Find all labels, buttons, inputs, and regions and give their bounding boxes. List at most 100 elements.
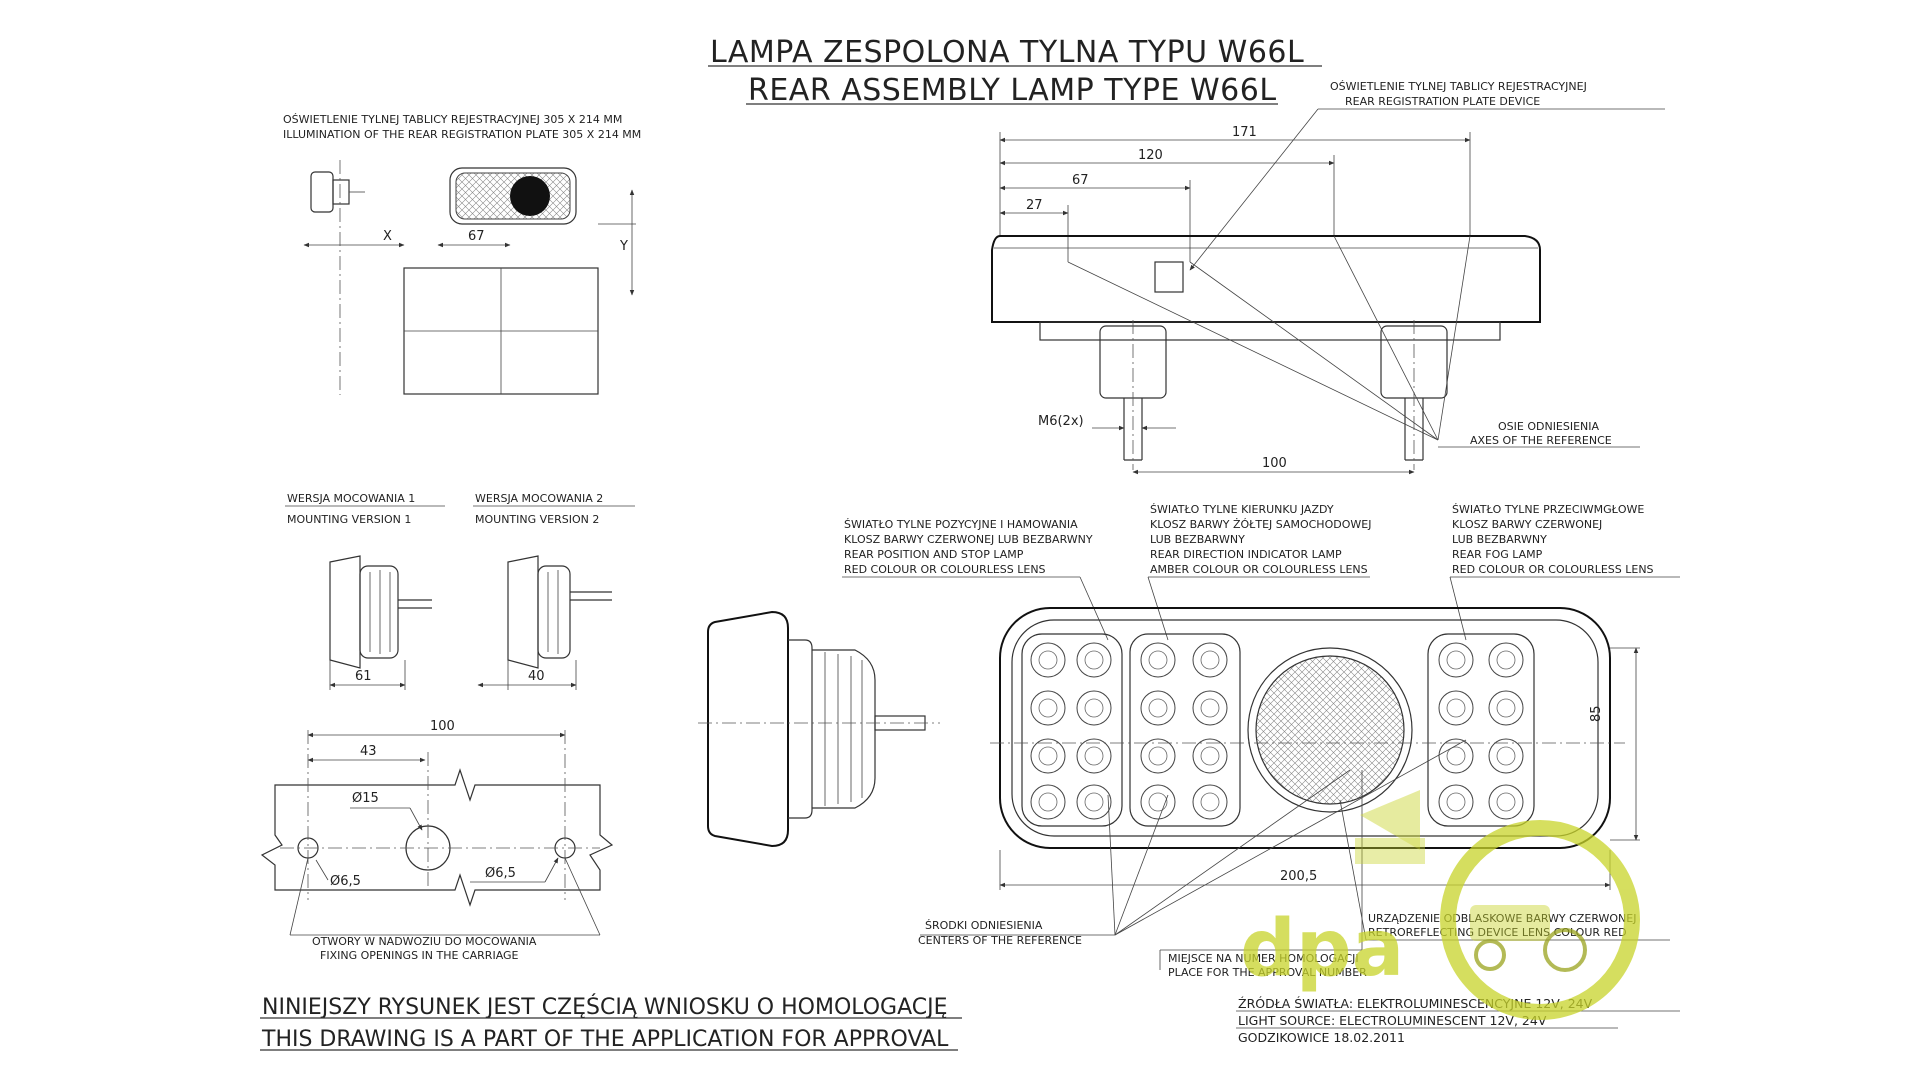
led-core [1148, 698, 1168, 718]
retroreflector-pl: URZĄDZENIE ODBLASKOWE BARWY CZERWONEJ [1368, 912, 1636, 925]
dim-120: 120 [1138, 148, 1163, 163]
dim-85: 85 [1589, 705, 1604, 722]
dim-40: 40 [528, 669, 545, 684]
centers-reference-en: CENTERS OF THE REFERENCE [918, 934, 1082, 947]
led-core [1496, 650, 1516, 670]
led-ring [1076, 690, 1112, 726]
dim-43: 43 [360, 744, 377, 759]
homologation-en: PLACE FOR THE APPROVAL NUMBER [1168, 966, 1367, 979]
dim-y: Y [619, 239, 628, 254]
fixing-openings-en: FIXING OPENINGS IN THE CARRIAGE [320, 949, 519, 962]
led-ring [1076, 642, 1112, 678]
led-ring [1438, 642, 1474, 678]
mounting-v2-pl: WERSJA MOCOWANIA 2 [475, 492, 603, 505]
mounting-v1-drawing: 61 [329, 555, 432, 690]
led-ring [1076, 784, 1112, 820]
led-core [1038, 698, 1058, 718]
callout-direction-4: REAR DIRECTION INDICATOR LAMP [1150, 548, 1342, 561]
callout-position-4: RED COLOUR OR COLOURLESS LENS [844, 563, 1046, 576]
callout-direction-3: LUB BEZBARWNY [1150, 533, 1245, 546]
footer-en: THIS DRAWING IS A PART OF THE APPLICATIO… [261, 1027, 949, 1052]
led-ring [1488, 690, 1524, 726]
led-ring [1438, 738, 1474, 774]
led-core [1446, 746, 1466, 766]
led-core [1038, 746, 1058, 766]
top-dimensions: 171 120 67 27 [999, 125, 1471, 262]
light-source-en: LIGHT SOURCE: ELECTROLUMINESCENT 12V, 24… [1238, 1013, 1547, 1028]
dim-x: X [383, 229, 392, 244]
plate-illumination-en: ILLUMINATION OF THE REAR REGISTRATION PL… [283, 128, 641, 141]
led-ring [1140, 738, 1176, 774]
callout-fog-5: RED COLOUR OR COLOURLESS LENS [1452, 563, 1654, 576]
led-core [1148, 746, 1168, 766]
watermark-text: dpa [1240, 904, 1404, 994]
dim-100-top: 100 [1262, 456, 1287, 471]
led-core [1496, 698, 1516, 718]
led-core [1084, 698, 1104, 718]
centers-reference-pl: ŚRODKI ODNIESIENIA [925, 919, 1043, 932]
led-core [1038, 650, 1058, 670]
led-ring [1030, 690, 1066, 726]
led-ring [1192, 642, 1228, 678]
reg-device-pl: OŚWIETLENIE TYLNEJ TABLICY REJESTRACYJNE… [1330, 80, 1587, 93]
dim-171: 171 [1232, 125, 1257, 140]
led-core [1446, 650, 1466, 670]
led-ring [1140, 690, 1176, 726]
dim-d6-5-left: Ø6,5 [330, 874, 361, 889]
led-core [1084, 746, 1104, 766]
led-ring [1030, 784, 1066, 820]
callout-position-3: REAR POSITION AND STOP LAMP [844, 548, 1024, 561]
callout-fog-1: ŚWIATŁO TYLNE PRZECIWMGŁOWE [1452, 503, 1644, 516]
led-ring [1030, 642, 1066, 678]
led-ring [1192, 690, 1228, 726]
dim-67-top: 67 [1072, 173, 1089, 188]
led-core [1446, 698, 1466, 718]
axes-reference-pl: OSIE ODNIESIENIA [1498, 420, 1600, 433]
homologation-pl: MIEJSCE NA NUMER HOMOLOGACJI [1168, 952, 1359, 965]
mounting-v2-drawing: 40 [477, 555, 612, 690]
led-ring [1192, 738, 1228, 774]
plate-illumination-pl: OŚWIETLENIE TYLNEJ TABLICY REJESTRACYJNE… [283, 113, 622, 126]
callout-direction-5: AMBER COLOUR OR COLOURLESS LENS [1150, 563, 1368, 576]
led-ring [1488, 784, 1524, 820]
mounting-v1-pl: WERSJA MOCOWANIA 1 [287, 492, 415, 505]
mounting-v2-en: MOUNTING VERSION 2 [475, 513, 599, 526]
lamp-top-view [991, 235, 1541, 470]
mounting-v1-en: MOUNTING VERSION 1 [287, 513, 411, 526]
led-core [1496, 746, 1516, 766]
lamp-side-view [698, 610, 940, 848]
led-core [1200, 792, 1220, 812]
dim-67-plate: 67 [468, 229, 485, 244]
led-core [1148, 792, 1168, 812]
led-core [1446, 792, 1466, 812]
axes-reference-en: AXES OF THE REFERENCE [1470, 434, 1612, 447]
plate-outline: X 67 [303, 229, 599, 395]
led-core [1200, 698, 1220, 718]
callout-fog-2: KLOSZ BARWY CZERWONEJ [1452, 518, 1602, 531]
callout-position-1: ŚWIATŁO TYLNE POZYCYJNE I HAMOWANIA [844, 518, 1078, 531]
led-ring [1030, 738, 1066, 774]
title-line-1: LAMPA ZESPOLONA TYLNA TYPU W66L [710, 35, 1304, 70]
callout-position-2: KLOSZ BARWY CZERWONEJ LUB BEZBARWNY [844, 533, 1093, 546]
callout-fog-3: LUB BEZBARWNY [1452, 533, 1547, 546]
led-ring [1140, 642, 1176, 678]
callout-direction-1: ŚWIATŁO TYLNE KIERUNKU JAZDY [1150, 503, 1334, 516]
led-array [1030, 642, 1524, 820]
lamp-front-view [990, 607, 1625, 849]
dim-m6: M6(2x) [1038, 414, 1084, 429]
led-core [1200, 746, 1220, 766]
dpa-watermark-logo: dpa [1240, 790, 1640, 1020]
led-core [1038, 792, 1058, 812]
led-ring [1488, 738, 1524, 774]
fixing-openings-drawing: 100 43 Ø15 Ø6,5 Ø6,5 [260, 719, 614, 936]
led-core [1496, 792, 1516, 812]
dim-27: 27 [1026, 198, 1043, 213]
led-ring [1438, 784, 1474, 820]
reg-device-en: REAR REGISTRATION PLATE DEVICE [1345, 95, 1540, 108]
dim-200-5: 200,5 [1280, 869, 1317, 884]
title-line-2: REAR ASSEMBLY LAMP TYPE W66L [748, 73, 1277, 108]
led-core [1084, 650, 1104, 670]
place-date: GODZIKOWICE 18.02.2011 [1238, 1030, 1405, 1045]
footer-pl: NINIEJSZY RYSUNEK JEST CZĘŚCIĄ WNIOSKU O… [262, 994, 948, 1020]
